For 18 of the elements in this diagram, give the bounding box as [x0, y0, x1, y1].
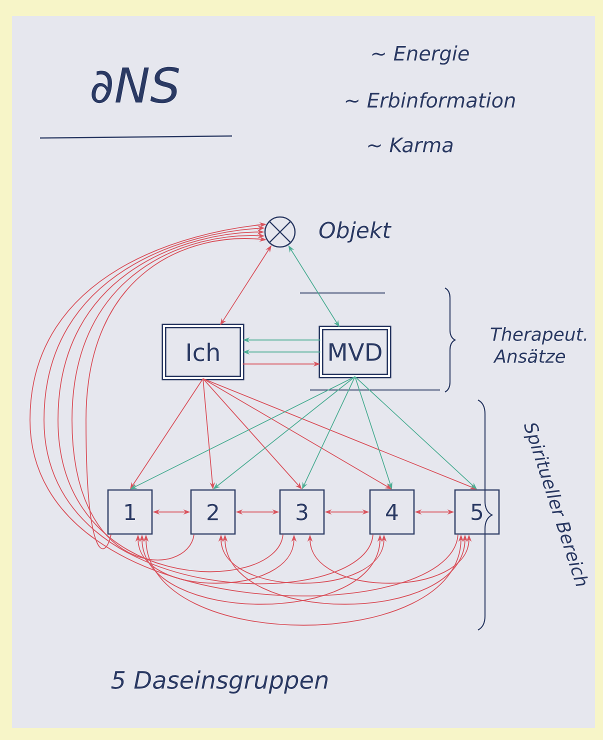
number-box: 2	[190, 489, 236, 535]
node-caption: Objekt	[319, 221, 392, 243]
title: ∂NS	[92, 66, 180, 104]
number-box: 4	[369, 489, 415, 535]
process-box: MVD	[318, 326, 392, 378]
handwritten-note: ~ Karma	[368, 138, 453, 152]
crossed-circle	[264, 216, 296, 248]
arrow	[44, 226, 374, 584]
number-box: 1	[107, 489, 153, 535]
number-box: 3	[279, 489, 325, 535]
arrow	[58, 229, 284, 572]
process-box: Ich	[162, 324, 244, 380]
arrow	[30, 222, 458, 596]
handwritten-note: 5 Daseinsgruppen	[111, 670, 328, 694]
handwritten-note: ~ Energie	[372, 45, 469, 65]
handwritten-note: Therapeut. Ansätze	[490, 327, 586, 363]
number-box: 5	[454, 489, 500, 535]
handwritten-note: ~ Erbinformation	[346, 92, 515, 108]
